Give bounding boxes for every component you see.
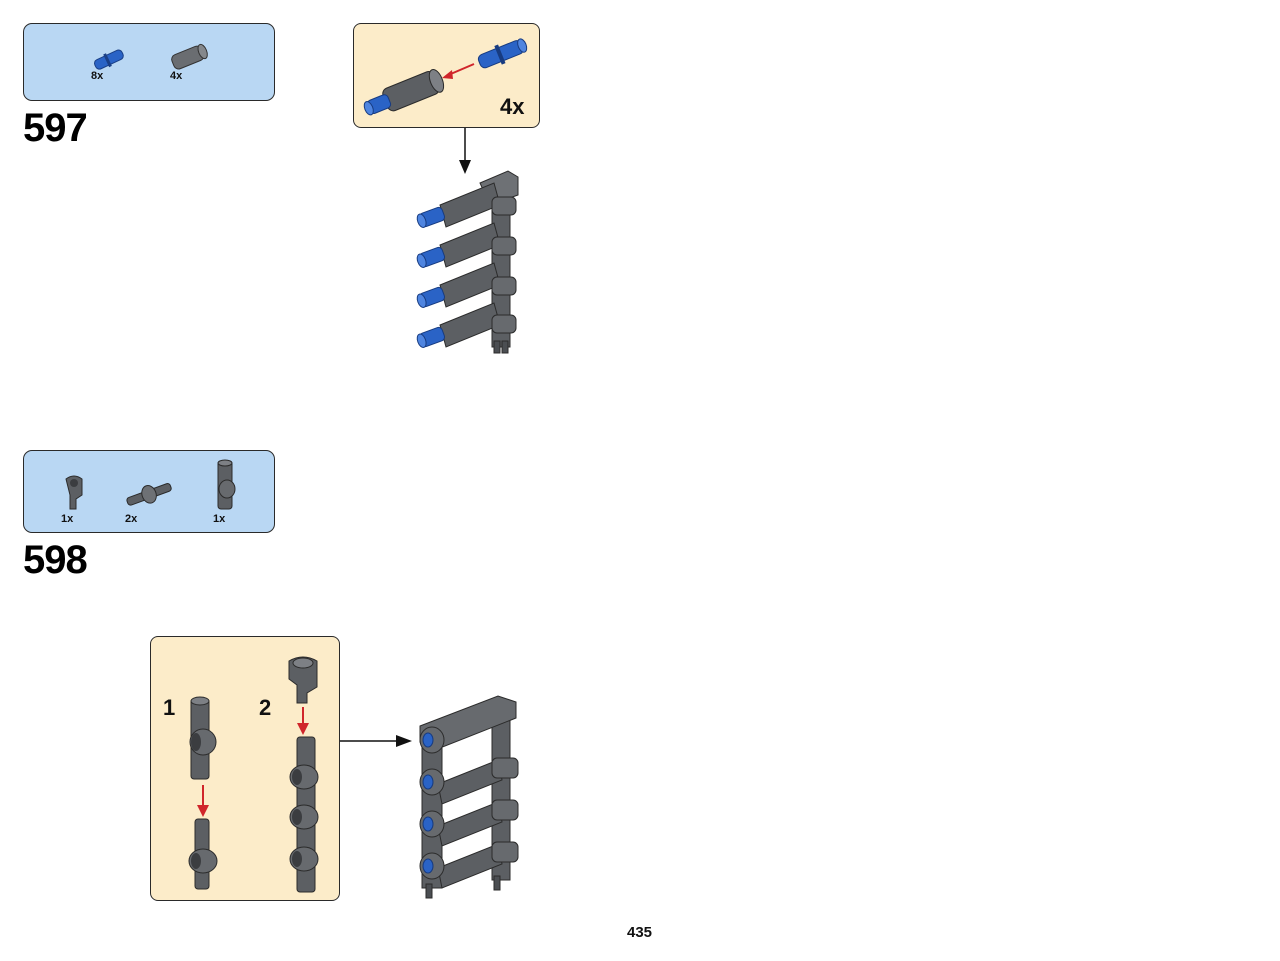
parts-list-597: 8x 4x: [23, 23, 275, 101]
callout-quantity: 4x: [500, 94, 525, 119]
step-arrow-down: [459, 128, 471, 174]
substep-number: 1: [163, 695, 176, 720]
gray-axle-connector-icon: [171, 43, 208, 70]
part-qty: 1x: [213, 513, 226, 525]
gray-cross-axle-icon: [126, 483, 172, 506]
left-joint-3: [419, 810, 445, 838]
parts-list-598: 1x 2x 1x: [23, 450, 275, 533]
arm-4: [416, 302, 517, 348]
step-number: 598: [23, 538, 88, 582]
blue-friction-pin-icon: [94, 49, 124, 70]
left-joint-1: [419, 726, 445, 754]
callout-assembly-diagram: [363, 38, 528, 116]
callout-substep-diagrams: [188, 656, 319, 893]
part-qty: 4x: [170, 70, 183, 82]
step-arrow-right: [340, 735, 412, 747]
gray-pin-connector-icon: [65, 475, 83, 510]
gray-perpendicular-connector-icon: [217, 459, 236, 510]
part-qty: 1x: [61, 513, 74, 525]
arm-3: [416, 262, 517, 308]
step-number: 597: [23, 106, 88, 150]
left-joint-2: [419, 768, 445, 796]
part-qty: 8x: [91, 70, 104, 82]
left-joint-4: [419, 852, 445, 880]
assembly-598: [419, 695, 519, 899]
callout-597: 4x: [353, 23, 540, 128]
page-number: 435: [627, 924, 653, 941]
arm-1: [416, 182, 517, 228]
arm-2: [416, 222, 517, 268]
substep-number: 2: [259, 695, 272, 720]
part-qty: 2x: [125, 513, 138, 525]
callout-598: 1 2: [150, 636, 340, 901]
assembly-597: [416, 170, 519, 354]
